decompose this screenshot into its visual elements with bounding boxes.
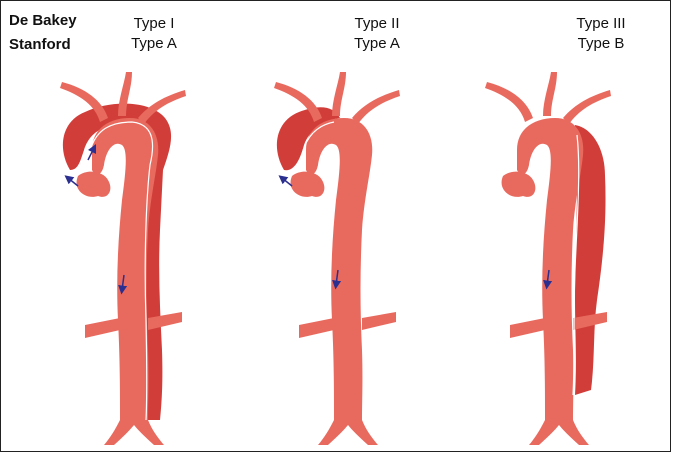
branch-subclavian-type3 — [563, 90, 611, 124]
aortic-root-type1 — [77, 172, 111, 197]
iliac-bifurcation-type1 — [104, 420, 164, 445]
flow-arrow-icon — [68, 178, 78, 186]
true-lumen-type2 — [306, 118, 372, 420]
aorta-type3 — [485, 72, 611, 445]
iliac-bifurcation-type2 — [318, 420, 378, 445]
aortic-root-type2 — [291, 172, 325, 197]
aorta-type1 — [60, 72, 186, 445]
branch-subclavian-type2 — [352, 90, 400, 124]
branch-carotid-type3 — [543, 72, 557, 116]
branch-brachiocephalic-type3 — [485, 82, 533, 122]
iliac-bifurcation-type3 — [529, 420, 589, 445]
aorta-type2 — [274, 72, 400, 445]
branch-carotid-type2 — [332, 72, 346, 116]
flow-arrow-icon — [282, 178, 292, 186]
aortic-root-type3 — [502, 172, 536, 197]
